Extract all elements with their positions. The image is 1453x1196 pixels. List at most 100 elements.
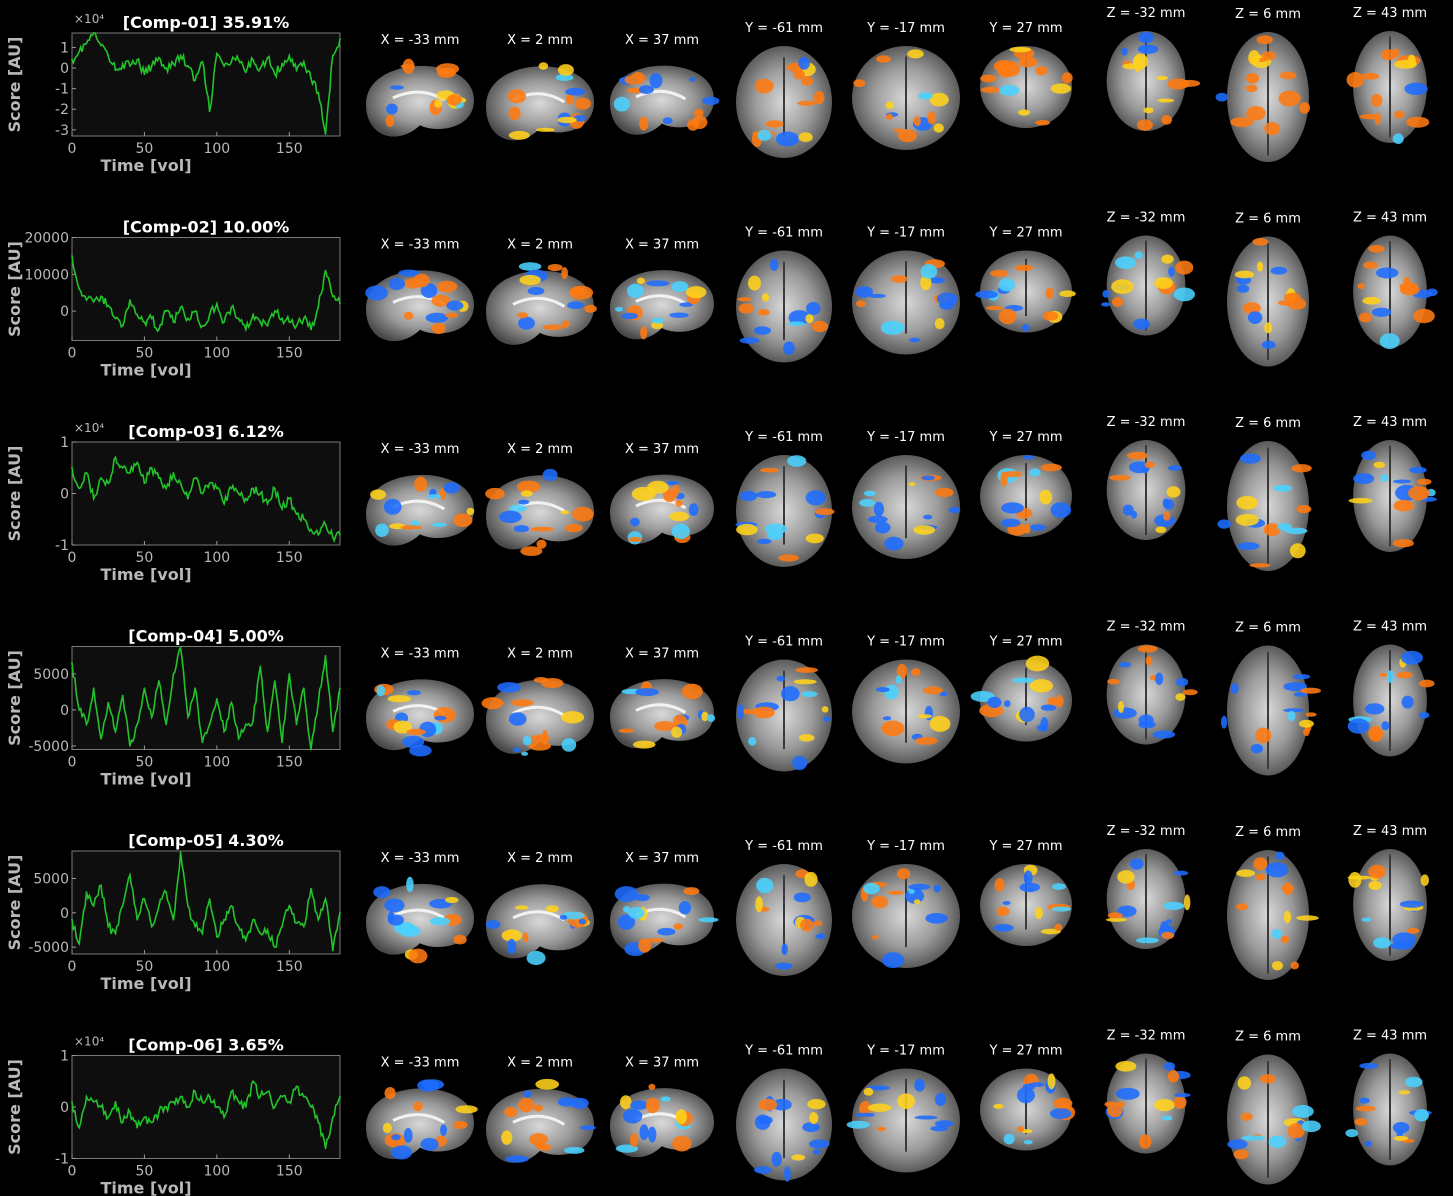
activation-blob (1137, 645, 1158, 653)
slice-label: Z = 6 mm (1235, 1030, 1301, 1045)
component-title: [Comp-01] 35.91% (123, 13, 290, 32)
activation-blob (1138, 31, 1154, 44)
activation-blob (672, 483, 680, 498)
brain-slice (1227, 236, 1309, 367)
activation-blob (882, 952, 905, 969)
timecourse-point (85, 42, 88, 45)
timecourse-point (78, 50, 81, 53)
timecourse-point (150, 1121, 153, 1124)
timecourse-point (129, 744, 131, 747)
timecourse-point (114, 730, 117, 733)
activation-blob (671, 726, 683, 738)
activation-blob (1143, 107, 1154, 114)
activation-blob (1426, 288, 1438, 297)
timecourse-point (208, 898, 211, 900)
activation-blob (437, 280, 458, 293)
timecourse-point (295, 69, 298, 71)
activation-blob (935, 1120, 954, 1127)
x-tick-label: 50 (136, 346, 154, 362)
slice-label: Z = 6 mm (1235, 7, 1301, 22)
activation-blob (1273, 484, 1293, 492)
brain-slice (485, 884, 594, 966)
activation-blob (866, 1085, 891, 1091)
timecourse-point (273, 487, 276, 490)
activation-blob (1230, 683, 1239, 694)
brain-slice (366, 1079, 478, 1160)
slice-label: Y = -17 mm (866, 1044, 945, 1059)
activation-blob (403, 311, 414, 320)
activation-blob (853, 79, 866, 88)
activation-blob (1042, 311, 1059, 321)
timecourse-point (295, 1085, 298, 1088)
y-axis-label: Score [AU] (5, 241, 24, 337)
activation-blob (1029, 679, 1053, 693)
timecourse-line (71, 32, 341, 135)
activation-blob (1054, 923, 1063, 931)
activation-blob (1166, 486, 1181, 498)
x-tick-label: 100 (203, 959, 230, 975)
activation-blob (948, 506, 961, 514)
brain-anatomy (486, 679, 594, 754)
activation-blob (1107, 1103, 1123, 1118)
timecourse-point (281, 508, 283, 510)
timecourse-point (114, 456, 117, 459)
timecourse-point (273, 946, 276, 949)
activation-blob (792, 755, 808, 771)
timecourse-point (331, 295, 334, 298)
activation-blob (501, 1130, 513, 1145)
timecourse-point (237, 1100, 240, 1103)
activation-blob (498, 510, 522, 524)
timecourse-point (121, 63, 124, 65)
timecourse-point (179, 1095, 182, 1098)
timecourse-point (310, 77, 312, 80)
activation-blob (921, 475, 935, 481)
activation-blob (1240, 1112, 1253, 1122)
corpus-callosum (512, 1114, 566, 1126)
activation-blob (1387, 670, 1394, 683)
activation-blob (1174, 1093, 1191, 1098)
plot-area (71, 1055, 341, 1159)
activation-blob (1107, 912, 1123, 919)
activation-blob (440, 1124, 447, 1136)
activation-blob (693, 108, 704, 118)
activation-blob (1348, 872, 1362, 888)
timecourse-point (165, 1106, 168, 1108)
activation-blob (497, 682, 521, 693)
slice-label: Y = 27 mm (988, 226, 1062, 241)
activation-blob (882, 716, 892, 721)
activation-blob (1105, 917, 1127, 922)
timecourse-point (107, 701, 110, 704)
brain-slice (366, 876, 474, 964)
y-axis-label: Score [AU] (5, 446, 24, 542)
activation-blob (666, 480, 680, 486)
activation-blob (535, 1078, 559, 1090)
timecourse-point (273, 310, 276, 312)
activation-blob (398, 925, 421, 937)
timecourse-point (223, 730, 226, 733)
timecourse-point (317, 701, 320, 704)
activation-blob (538, 1144, 552, 1151)
timecourse-point (165, 487, 168, 490)
timecourse-point (331, 1116, 334, 1119)
activation-blob (1115, 1087, 1140, 1100)
timecourse-point (288, 321, 291, 324)
timecourse-point (121, 466, 124, 469)
activation-blob (1217, 519, 1231, 529)
activation-blob (569, 285, 594, 300)
timecourse-point (186, 1106, 189, 1108)
x-tick-label: 0 (68, 141, 77, 157)
x-tick-label: 50 (136, 755, 154, 771)
activation-blob (1009, 46, 1031, 53)
activation-blob (565, 93, 575, 105)
activation-blob (805, 490, 826, 506)
timecourse-point (107, 482, 110, 485)
y-tick-label: 1 (60, 1049, 69, 1065)
activation-blob (1346, 72, 1365, 88)
activation-blob (557, 116, 577, 124)
timecourse-point (252, 487, 254, 490)
timecourse-point (230, 701, 233, 704)
activation-blob (1126, 451, 1149, 460)
activation-blob (980, 86, 1001, 93)
activation-blob (673, 923, 684, 930)
